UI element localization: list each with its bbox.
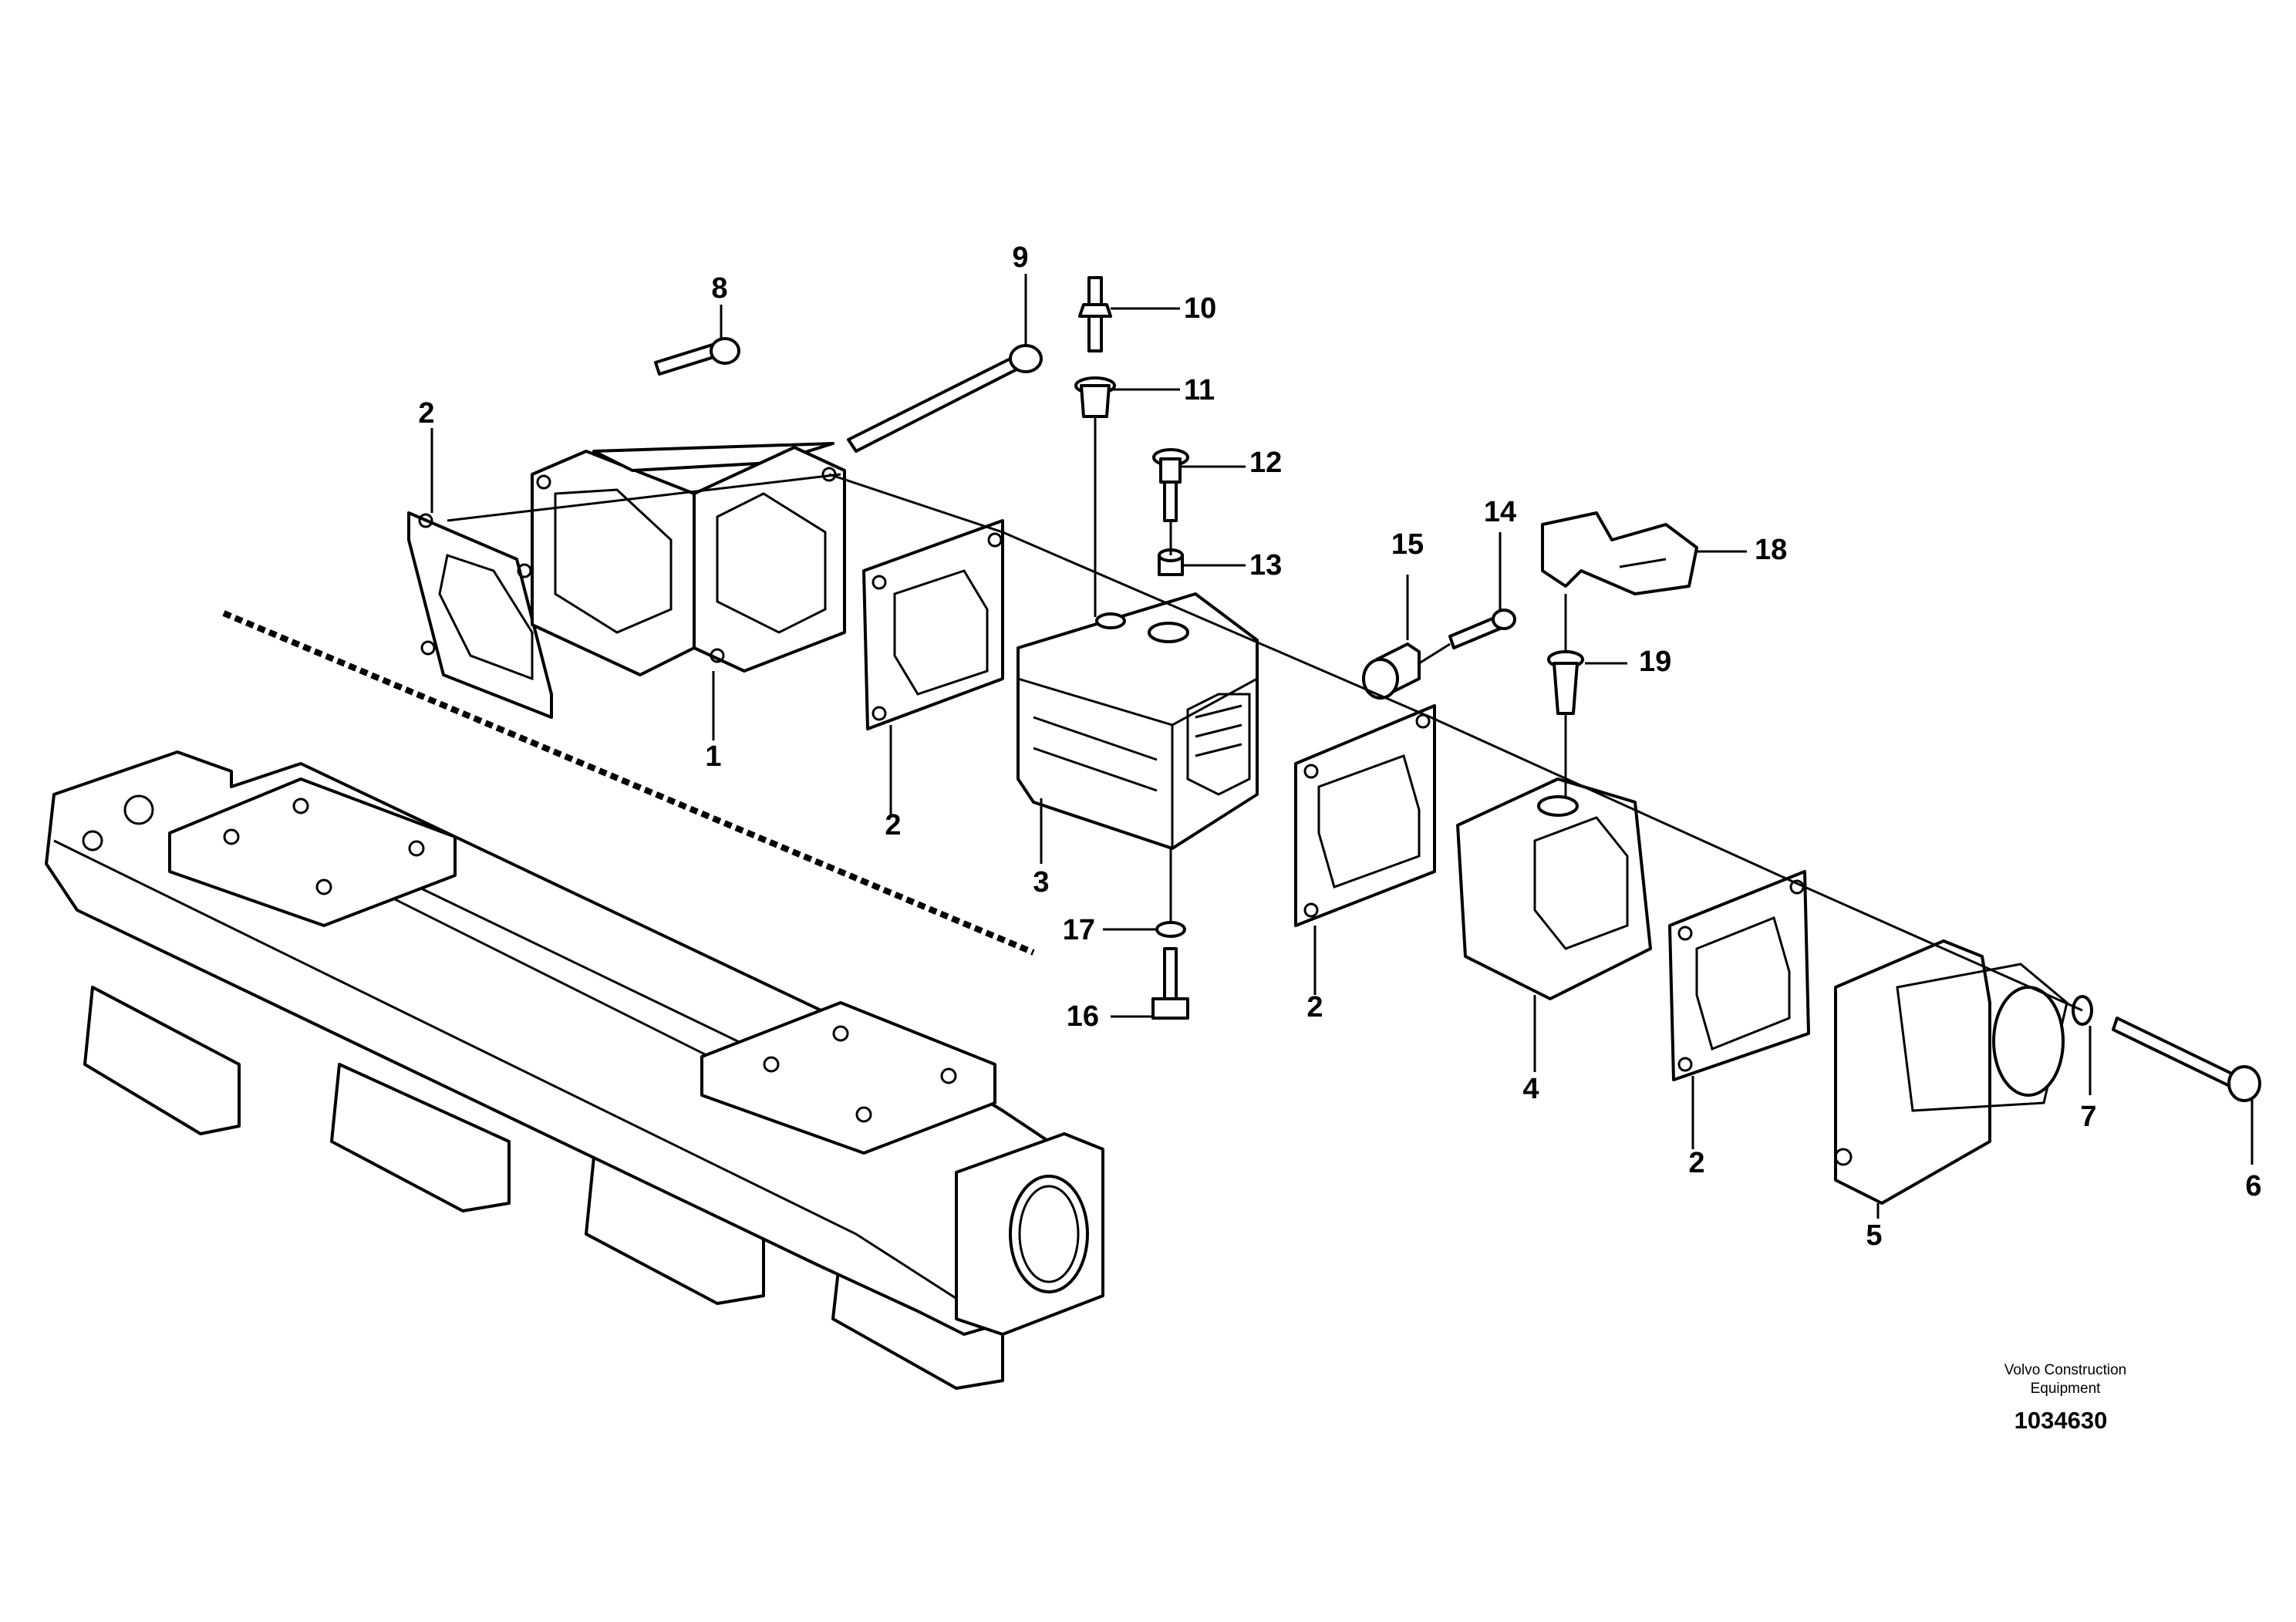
bolt-12 [1152, 448, 1189, 522]
callout-2: 2 [418, 397, 434, 430]
callout-4: 4 [1522, 1073, 1539, 1105]
bolt-16 [1151, 947, 1189, 1020]
bolt-6 [2112, 1017, 2261, 1102]
callout-6: 6 [2245, 1170, 2261, 1202]
washer-17 [1155, 921, 1186, 938]
callout-8: 8 [711, 272, 727, 305]
callout-17: 17 [1063, 914, 1095, 946]
callout-10: 10 [1184, 292, 1216, 325]
stud-10 [1078, 276, 1112, 352]
callout-2: 2 [1306, 991, 1323, 1023]
sensor-15 [1362, 642, 1421, 700]
gasket-2-mid-left [862, 519, 1004, 730]
exhaust-manifold [45, 750, 1104, 1390]
credit-block: Volvo Construction Equipment 1034630 [2004, 1362, 2126, 1434]
callout-19: 19 [1639, 646, 1671, 678]
bolt-8 [654, 337, 740, 376]
gasket-2-center [1294, 704, 1436, 927]
clip-19 [1547, 650, 1584, 715]
sleeve-11 [1074, 376, 1116, 418]
callout-9: 9 [1012, 241, 1028, 274]
callout-labels: 1 2 2 2 2 3 4 5 6 7 8 9 10 11 12 13 14 1… [418, 241, 2261, 1252]
gasket-2-right [1668, 870, 1810, 1081]
bolt-9 [847, 344, 1043, 453]
valve-housing-3 [1017, 592, 1259, 850]
callout-15: 15 [1391, 528, 1424, 561]
document-number: 1034630 [2014, 1407, 2108, 1434]
callout-11: 11 [1184, 374, 1215, 406]
credit-line-2: Equipment [2031, 1381, 2102, 1397]
callout-16: 16 [1067, 1000, 1099, 1033]
callout-2: 2 [1688, 1147, 1704, 1179]
credit-line-1: Volvo Construction [2004, 1362, 2126, 1378]
bolt-14 [1448, 609, 1516, 649]
callout-13: 13 [1249, 549, 1282, 582]
callout-14: 14 [1484, 496, 1516, 528]
leader-lines [430, 274, 2254, 1219]
callout-12: 12 [1249, 447, 1282, 479]
elbow-pipe-1 [531, 442, 846, 676]
pipe-section-4 [1456, 777, 1652, 1000]
callout-18: 18 [1755, 534, 1787, 566]
callout-7: 7 [2080, 1101, 2096, 1133]
callout-2: 2 [885, 809, 901, 841]
outlet-elbow-5 [1834, 939, 2068, 1205]
callout-3: 3 [1033, 866, 1049, 899]
assembly-dashed-line [222, 610, 1035, 956]
callout-5: 5 [1866, 1219, 1882, 1252]
gasket-2-left [407, 511, 553, 719]
connector-18 [1541, 511, 1698, 595]
callout-1: 1 [705, 740, 721, 773]
